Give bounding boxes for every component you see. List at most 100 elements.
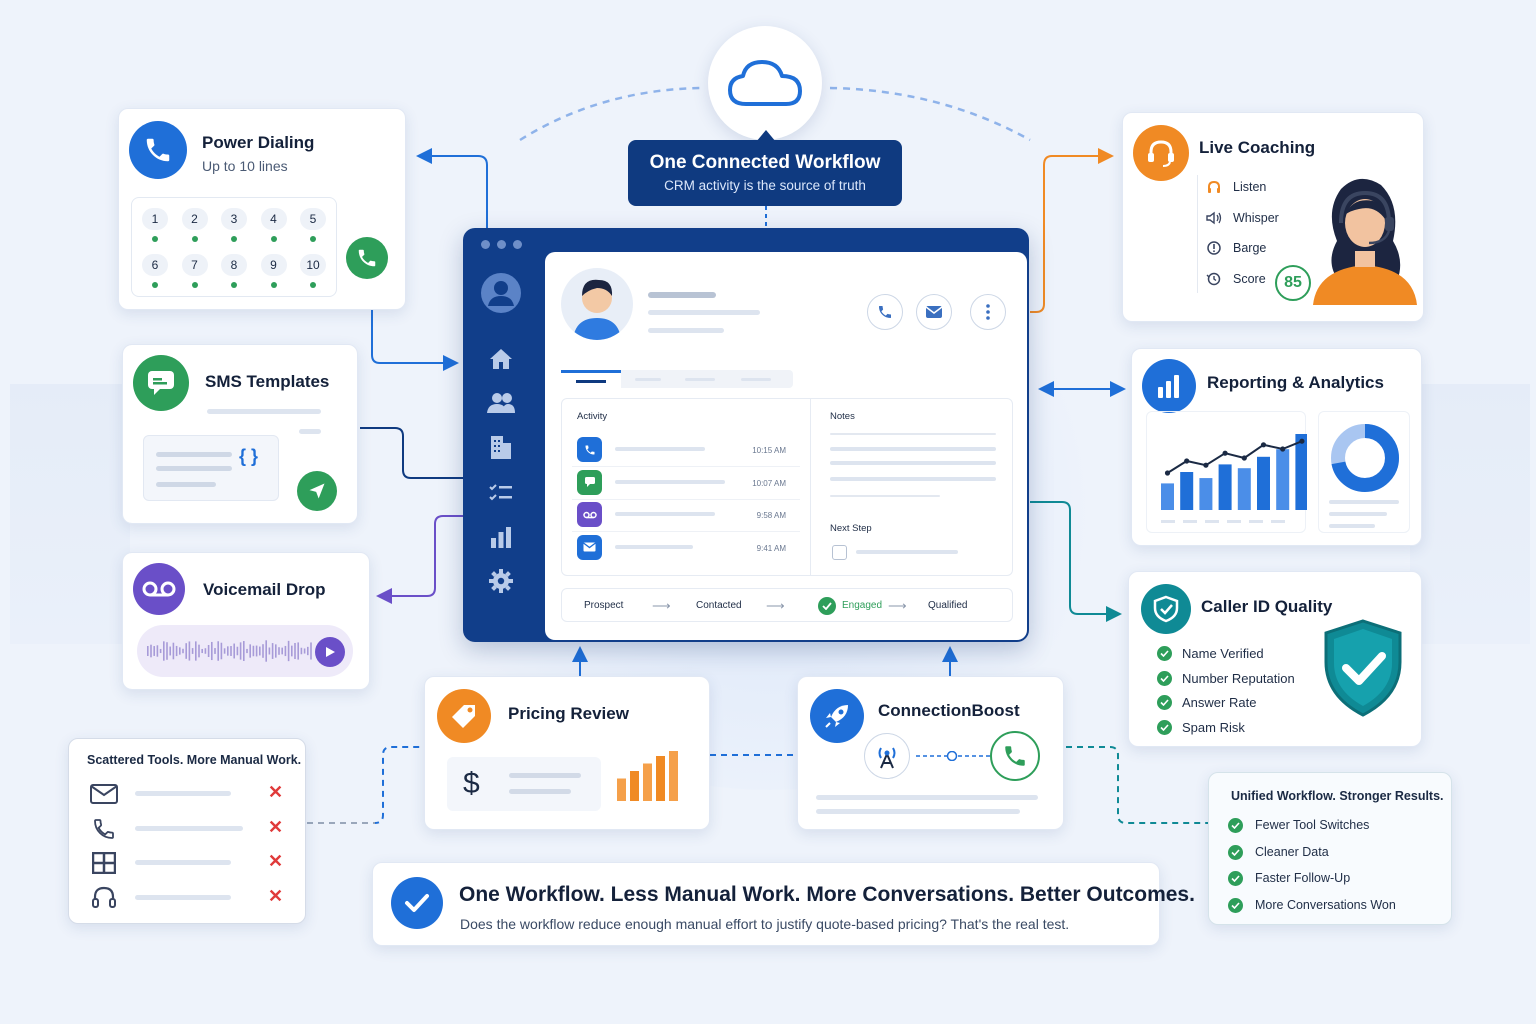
- pipeline-stage-engaged[interactable]: Engaged: [842, 600, 883, 611]
- signal-tower-icon: [864, 733, 910, 779]
- waveform-bar: [185, 643, 187, 659]
- pricing-bar: [656, 756, 665, 801]
- dial-key[interactable]: 9: [260, 254, 287, 276]
- activity-time: 10:07 AM: [752, 478, 786, 488]
- chart-bar: [1257, 456, 1270, 510]
- more-vertical-icon: [986, 304, 990, 320]
- axis-tick: [1249, 520, 1263, 523]
- coaching-option-whisper[interactable]: Whisper: [1233, 210, 1279, 225]
- dial-key[interactable]: 10: [300, 254, 326, 276]
- axis-tick: [1271, 520, 1285, 523]
- tab[interactable]: [685, 378, 715, 381]
- waveform-bar: [175, 645, 178, 657]
- send-button[interactable]: [297, 471, 337, 511]
- email-contact-button[interactable]: [916, 294, 952, 330]
- call-contact-button[interactable]: [867, 294, 903, 330]
- placeholder-line: [615, 447, 705, 451]
- placeholder-line: [135, 791, 231, 796]
- unified-workflow-card: Unified Workflow. Stronger Results. Fewe…: [1208, 772, 1452, 925]
- bar-chart-icon[interactable]: [479, 524, 523, 550]
- voicemail-drop-card[interactable]: Voicemail Drop: [122, 552, 370, 690]
- check-circle-icon: [818, 597, 836, 615]
- call-button[interactable]: [346, 237, 388, 279]
- tab[interactable]: [635, 378, 661, 381]
- waveform-bar: [291, 645, 293, 657]
- waveform-bar: [255, 645, 258, 657]
- dial-key[interactable]: 3: [221, 208, 247, 230]
- hub-banner: One Connected Workflow CRM activity is t…: [628, 140, 902, 206]
- gear-icon[interactable]: [479, 568, 523, 594]
- pricing-bar: [669, 751, 678, 801]
- placeholder-line: [1329, 500, 1399, 504]
- waveform-bar: [243, 641, 245, 661]
- score-badge: 85: [1275, 265, 1311, 301]
- shield-check-icon: [1324, 619, 1402, 717]
- waveform-bar: [223, 648, 226, 654]
- users-icon[interactable]: [479, 390, 523, 416]
- connection-boost-card[interactable]: ConnectionBoost: [797, 676, 1064, 830]
- headset-icon: [1205, 179, 1223, 195]
- check-circle-icon: [1157, 719, 1172, 735]
- placeholder-line: [615, 479, 725, 484]
- next-step-label: Next Step: [830, 523, 872, 534]
- conclusion-title: One Workflow. Less Manual Work. More Con…: [459, 883, 1195, 906]
- notes-label: Notes: [830, 411, 855, 422]
- x-mark-icon: ✕: [268, 885, 284, 906]
- dial-key[interactable]: 4: [260, 208, 287, 230]
- waveform-bar: [236, 646, 239, 656]
- connection-boost-title: ConnectionBoost: [878, 701, 1020, 720]
- shield-check-icon: [1141, 584, 1191, 634]
- pricing-review-card[interactable]: Pricing Review $: [424, 676, 710, 830]
- check-circle-icon: [1228, 897, 1243, 913]
- waveform-bar: [300, 647, 303, 655]
- coaching-option-score[interactable]: Score: [1233, 271, 1266, 286]
- pipeline-stages: Prospect⟶Contacted⟶Engaged⟶Qualified: [561, 588, 1013, 622]
- line-status-dot: [310, 282, 316, 288]
- hub-title: One Connected Workflow: [649, 152, 881, 173]
- more-options-button[interactable]: [970, 294, 1006, 330]
- checklist-icon[interactable]: [479, 480, 523, 506]
- user-icon: [479, 272, 523, 314]
- mail-icon: [89, 781, 119, 807]
- reporting-analytics-card[interactable]: Reporting & Analytics: [1131, 348, 1422, 546]
- placeholder-line: [135, 860, 231, 865]
- waveform-bar: [147, 646, 149, 656]
- play-button[interactable]: [315, 637, 345, 667]
- caller-id-title: Caller ID Quality: [1201, 597, 1333, 616]
- tab-active[interactable]: [561, 370, 621, 388]
- headset-icon: [89, 885, 119, 911]
- template-preview: { }: [143, 435, 279, 501]
- trend-point: [1241, 455, 1247, 461]
- line-status-dot: [231, 236, 237, 242]
- waveform-bar: [284, 645, 287, 657]
- sms-templates-card[interactable]: SMS Templates { }: [122, 344, 358, 524]
- voicemail-icon: [133, 563, 185, 615]
- dial-key[interactable]: 7: [181, 254, 208, 276]
- waveform-bar: [191, 648, 194, 654]
- pipeline-stage-prospect[interactable]: Prospect: [584, 600, 624, 611]
- sms-templates-title: SMS Templates: [205, 372, 330, 391]
- pipeline-stage-contacted[interactable]: Contacted: [696, 600, 742, 611]
- unified-workflow-title: Unified Workflow. Stronger Results.: [1231, 789, 1444, 803]
- next-step-checkbox[interactable]: [832, 545, 847, 560]
- conclusion-banner: One Workflow. Less Manual Work. More Con…: [372, 862, 1195, 946]
- dial-key[interactable]: 2: [181, 208, 208, 230]
- home-icon[interactable]: [479, 346, 523, 372]
- dial-key[interactable]: 6: [142, 254, 168, 276]
- coaching-option-barge[interactable]: Barge: [1233, 241, 1267, 255]
- axis-tick: [1183, 520, 1197, 523]
- coaching-option-listen[interactable]: Listen: [1233, 180, 1267, 194]
- unified-benefit-item: Fewer Tool Switches: [1255, 818, 1370, 832]
- waveform: [147, 640, 312, 662]
- dial-key[interactable]: 5: [300, 208, 326, 230]
- dial-key[interactable]: 8: [221, 254, 247, 276]
- pipeline-stage-qualified[interactable]: Qualified: [928, 600, 968, 611]
- building-icon[interactable]: [479, 434, 523, 460]
- tab[interactable]: [741, 378, 771, 381]
- check-circle-icon: [1157, 646, 1172, 661]
- dial-key[interactable]: 1: [142, 208, 168, 230]
